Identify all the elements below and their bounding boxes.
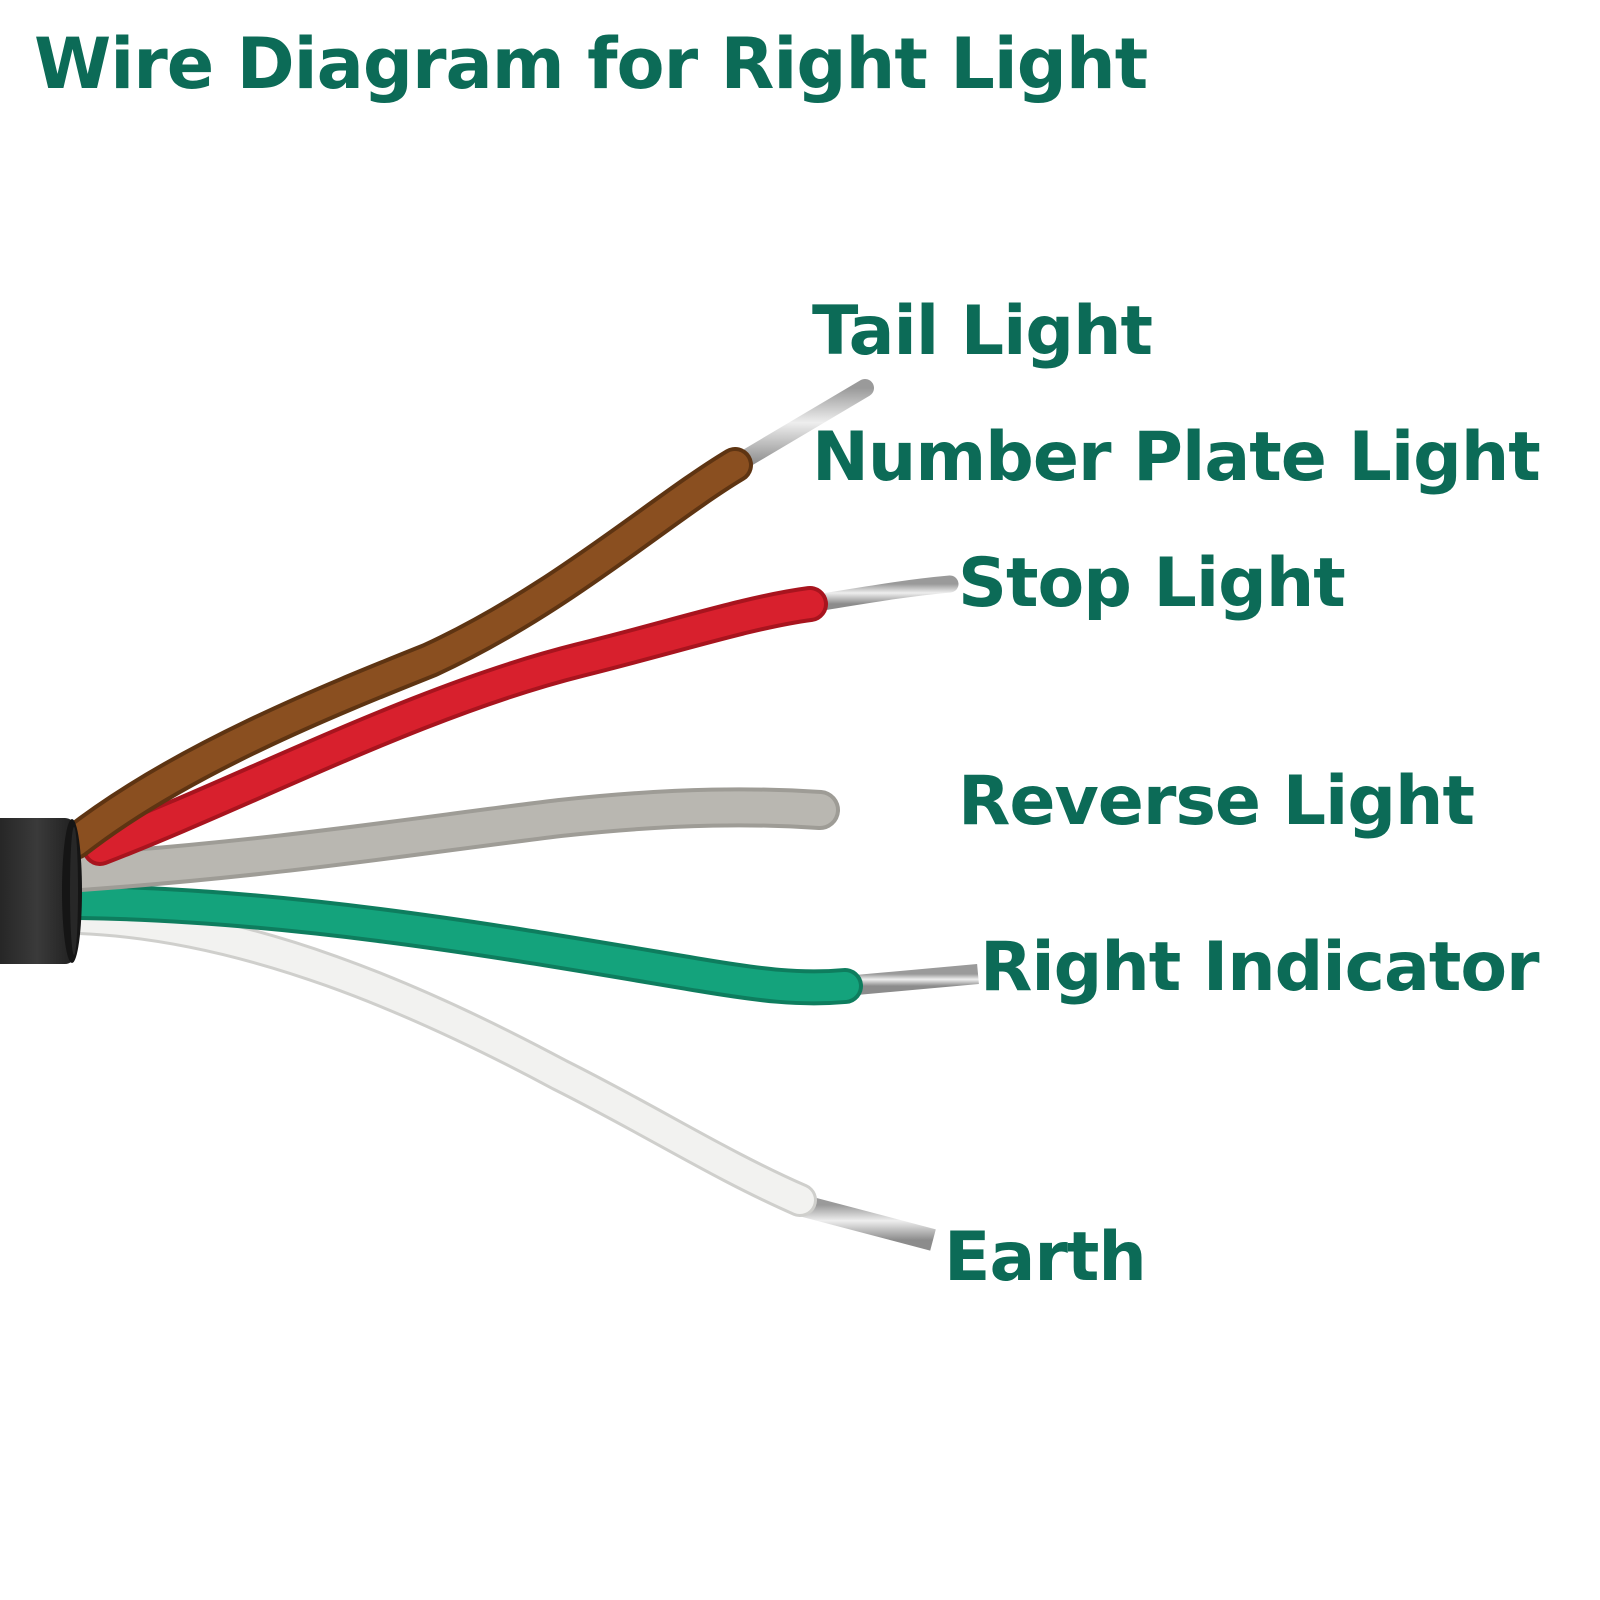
label-earth: Earth <box>944 1218 1147 1297</box>
brown-wire-insulation <box>61 451 749 856</box>
white-wire <box>63 901 817 1217</box>
green-wire-insulation <box>66 888 859 1002</box>
red-conductor-tip <box>801 575 959 613</box>
brown-conductor-tip <box>726 379 874 474</box>
green-wire <box>62 884 863 1006</box>
green-conductor-tip <box>844 964 979 996</box>
label-right-indicator: Right Indicator <box>980 928 1540 1007</box>
white-conductor-tip <box>797 1194 936 1251</box>
label-number-plate-light: Number Plate Light <box>812 418 1541 497</box>
diagram-title: Wire Diagram for Right Light <box>34 23 1148 105</box>
label-reverse-light: Reverse Light <box>958 762 1475 841</box>
brown-wire <box>57 447 753 860</box>
cable-sheath <box>0 818 82 964</box>
label-tail-light: Tail Light <box>812 292 1153 371</box>
red-wire-insulation <box>86 590 824 862</box>
white-wire-insulation <box>66 904 814 1214</box>
red-wire <box>82 586 828 866</box>
grey-wire <box>60 787 840 892</box>
grey-wire-insulation <box>64 791 836 888</box>
label-stop-light: Stop Light <box>958 544 1346 623</box>
